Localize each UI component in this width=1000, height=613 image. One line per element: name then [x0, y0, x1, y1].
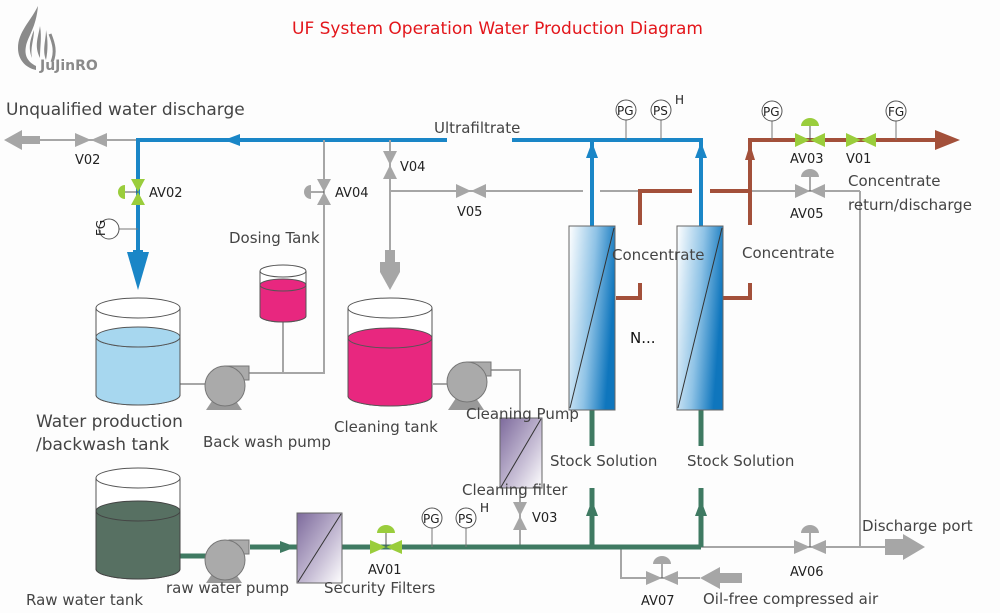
concentrate-out-arrow-icon [935, 130, 960, 150]
label-V02: V02 [75, 153, 100, 168]
label-concentrate-2: Concentrate [742, 244, 835, 262]
label-AV03: AV03 [790, 152, 824, 167]
valve-AV03[interactable] [795, 118, 825, 147]
valve-V04[interactable] [383, 151, 397, 179]
label-unqualified-discharge: Unqualified water discharge [6, 100, 245, 120]
concentrate-pipes [616, 138, 940, 300]
svg-text:PG: PG [423, 512, 440, 526]
label-cleaning-filter: Cleaning filter [462, 481, 568, 499]
label-AV07: AV07 [641, 594, 675, 609]
label-AV06: AV06 [790, 565, 824, 580]
label-AV01: AV01 [368, 563, 402, 578]
security-filter [296, 512, 343, 584]
valve-V03[interactable] [513, 502, 527, 530]
svg-text:PG: PG [617, 104, 634, 118]
pressure-switch-PS-top: PS H [650, 93, 684, 140]
valve-V05[interactable] [456, 184, 486, 198]
pressure-gauge-PG-top: PG [615, 99, 637, 140]
svg-text:H: H [675, 93, 684, 107]
label-AV02: AV02 [149, 186, 183, 201]
label-concentrate-return: Concentrate [848, 172, 941, 190]
label-raw-water-tank: Raw water tank [26, 591, 143, 609]
permeate-down-arrow-icon [127, 252, 149, 290]
pressure-switch-PS-feed: PS H [455, 501, 489, 547]
svg-text:PS: PS [653, 104, 668, 118]
air-inlet-arrow-icon [700, 567, 742, 589]
svg-text:FG: FG [94, 220, 108, 236]
label-AV05: AV05 [790, 207, 824, 222]
discharge-port-arrow-icon [885, 534, 925, 560]
label-water-production: Water production [36, 412, 183, 432]
label-V04: V04 [400, 160, 425, 175]
label-AV04: AV04 [335, 186, 369, 201]
flame-drop-icon [18, 6, 56, 70]
label-n-more-modules: N... [630, 329, 656, 347]
unqualified-discharge-pipe [4, 130, 136, 150]
uf-membrane-1 [568, 225, 616, 411]
valve-V01[interactable] [846, 133, 876, 147]
label-V01: V01 [846, 152, 871, 167]
discharge-left-arrow-icon [4, 130, 40, 150]
label-ultrafiltrate: Ultrafiltrate [434, 119, 520, 137]
diagram-title: UF System Operation Water Production Dia… [292, 19, 703, 39]
label-dosing-tank: Dosing Tank [229, 229, 320, 247]
label-stock-solution-1: Stock Solution [550, 452, 657, 470]
label-cleaning-tank: Cleaning tank [334, 418, 438, 436]
svg-text:PG: PG [763, 105, 780, 119]
pressure-gauge-PG-concentrate: PG [761, 100, 783, 140]
label-cleaning-pump: Cleaning Pump [466, 405, 579, 423]
permeate-pipes [127, 134, 707, 290]
label-back-wash-pump: Back wash pump [203, 433, 331, 451]
valve-AV01[interactable] [370, 525, 402, 554]
raw-water-pump [204, 539, 250, 583]
label-V03: V03 [532, 511, 557, 526]
flow-gauge-FG-concentrate: FG [885, 100, 907, 140]
raw-water-tank [95, 467, 181, 580]
back-wash-pump [204, 365, 250, 410]
valve-AV06[interactable] [794, 525, 826, 554]
cleaning-filter [499, 417, 543, 489]
label-return-discharge: return/discharge [848, 196, 972, 214]
uf-membrane-2 [676, 225, 724, 411]
label-discharge-port: Discharge port [862, 517, 973, 535]
label-V05: V05 [457, 205, 482, 220]
valve-AV05[interactable] [795, 169, 825, 198]
valve-AV02[interactable] [118, 179, 145, 205]
svg-text:H: H [480, 501, 489, 515]
label-security-filters: Security Filters [324, 579, 436, 597]
cleaning-pump [446, 361, 492, 410]
logo: JuJinRO [18, 6, 98, 74]
cleaning-tank [347, 297, 433, 407]
label-stock-solution-2: Stock Solution [687, 452, 794, 470]
label-raw-water-pump: raw water pump [166, 579, 289, 597]
water-production-tank [95, 297, 181, 406]
logo-text: JuJinRO [39, 58, 98, 74]
flow-gauge-FG-left: FG [94, 218, 138, 240]
dosing-tank [259, 264, 307, 323]
svg-text:PS: PS [458, 512, 473, 526]
valve-AV04[interactable] [304, 179, 331, 205]
raw-water-pipes [180, 410, 704, 559]
label-compressed-air: Oil-free compressed air [703, 590, 879, 608]
label-concentrate-1: Concentrate [612, 246, 705, 264]
svg-text:FG: FG [888, 105, 904, 119]
pressure-gauge-PG-feed: PG [421, 507, 443, 547]
flow-left-arrow-icon [224, 134, 240, 146]
valve-AV07[interactable] [646, 556, 678, 585]
valve-V02[interactable] [75, 133, 107, 147]
label-backwash-tank: /backwash tank [36, 435, 169, 455]
